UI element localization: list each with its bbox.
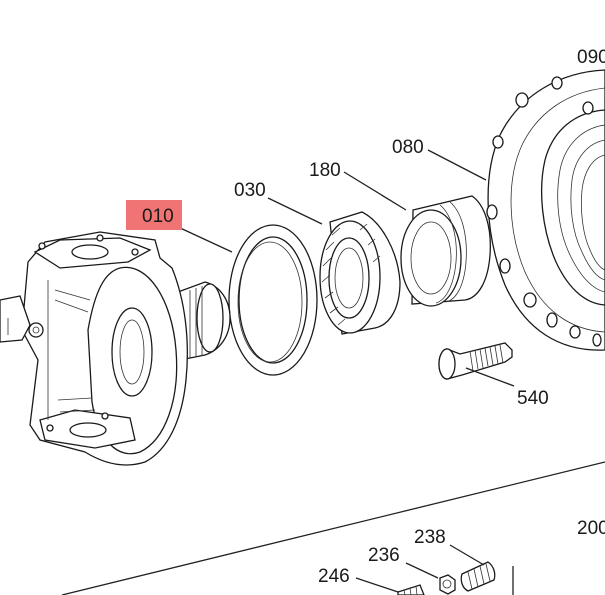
spring-238[interactable]: [460, 561, 496, 592]
callout-010[interactable]: 010: [142, 206, 174, 227]
bearing-cup-080[interactable]: [400, 195, 491, 307]
callout-030[interactable]: 030: [234, 180, 266, 201]
callout-236[interactable]: 236: [368, 545, 400, 566]
callout-246[interactable]: 246: [318, 566, 350, 587]
lower-frame-lines: [61, 461, 605, 595]
callout-238[interactable]: 238: [414, 527, 446, 548]
wheel-stud-540[interactable]: [438, 342, 513, 380]
wheel-hub-090[interactable]: [486, 69, 605, 351]
seal-ring-030[interactable]: [228, 224, 318, 376]
callout-180[interactable]: 180: [309, 160, 341, 181]
nut-236[interactable]: [439, 574, 456, 595]
steering-knuckle-010[interactable]: [0, 231, 231, 466]
screw-246[interactable]: [397, 584, 425, 595]
callout-080[interactable]: 080: [392, 137, 424, 158]
highlight-box-010: [126, 200, 182, 230]
callout-200[interactable]: 200: [577, 518, 605, 539]
leader-lines: [177, 149, 515, 593]
callout-090[interactable]: 090: [577, 47, 605, 68]
callout-540[interactable]: 540: [517, 388, 549, 409]
tapered-roller-bearing-180[interactable]: [319, 211, 401, 335]
